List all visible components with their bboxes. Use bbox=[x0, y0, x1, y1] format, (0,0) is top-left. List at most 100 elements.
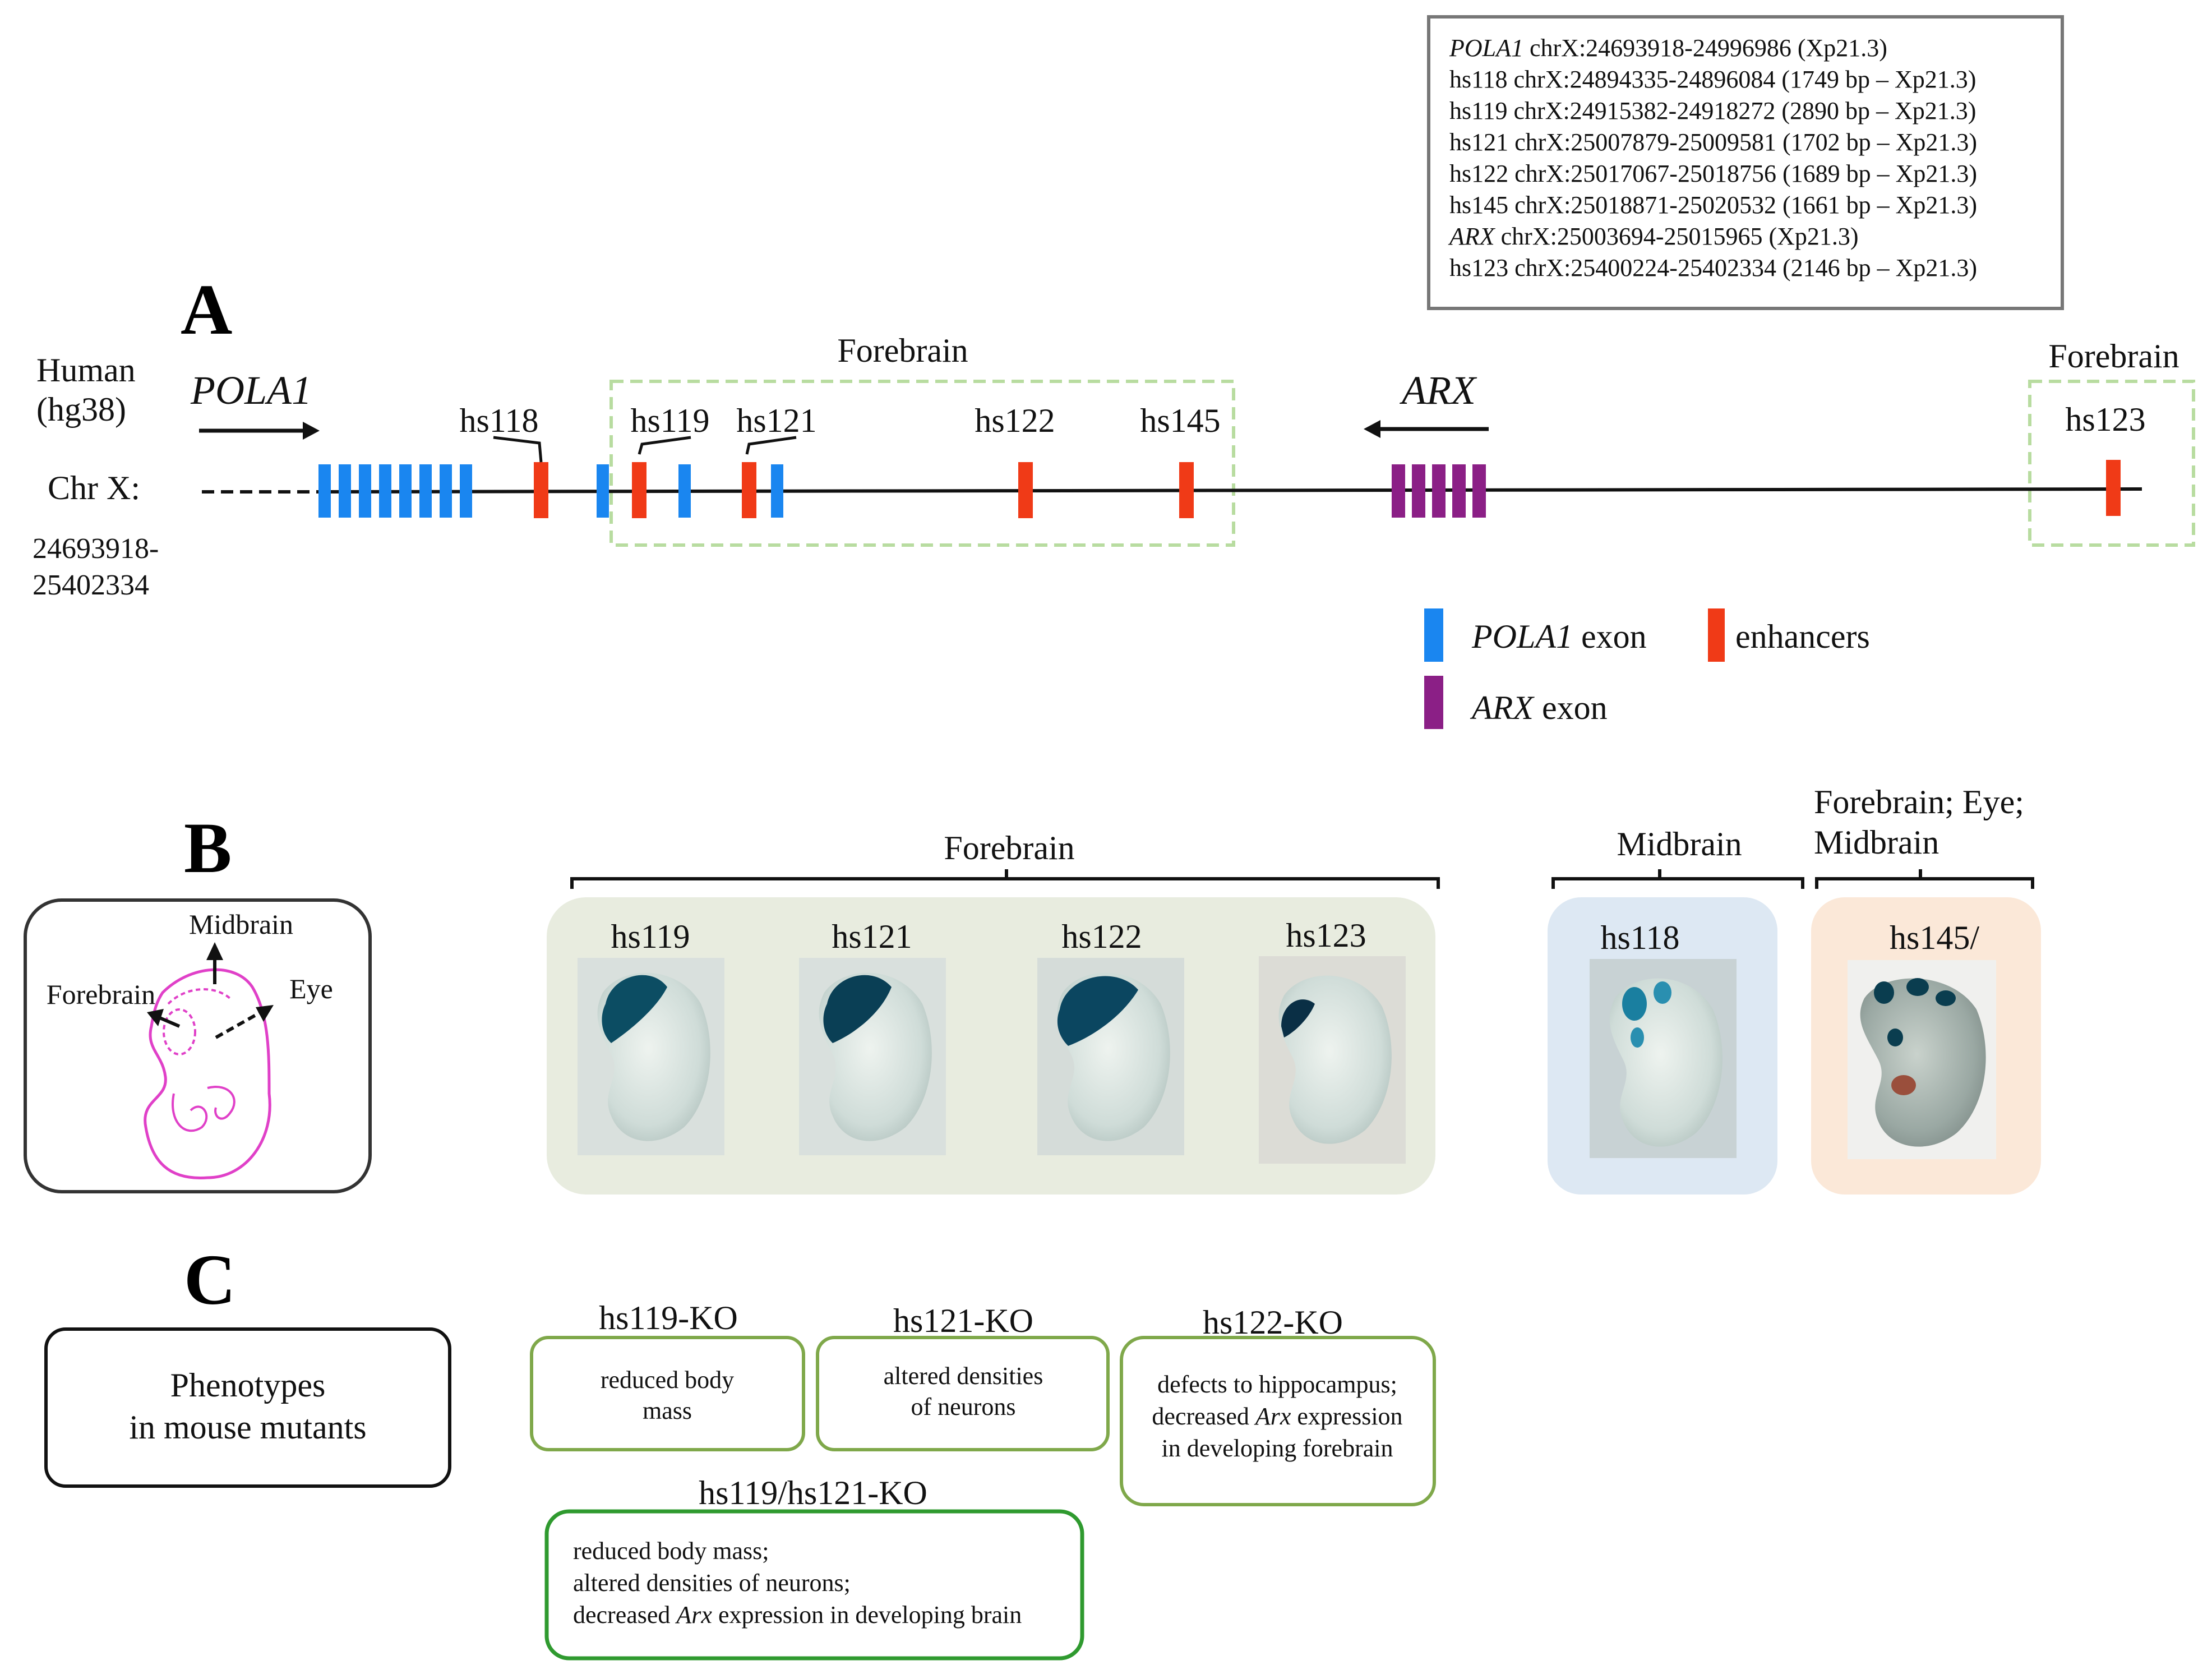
group-label-forebrain: Forebrain bbox=[944, 829, 1074, 866]
embryo-image-hs121 bbox=[799, 958, 946, 1155]
ko-hs122-line2-b: expression bbox=[1291, 1403, 1402, 1430]
info-line-name: hs123 bbox=[1449, 254, 1508, 282]
enhancer-hs121 bbox=[742, 462, 756, 518]
legend-arx-text: ARX exon bbox=[1470, 689, 1608, 726]
info-line-name: hs119 bbox=[1449, 97, 1508, 124]
arx-exon bbox=[1412, 464, 1425, 518]
pola1-exon bbox=[379, 464, 391, 518]
enhancer-label-hs121: hs121 bbox=[736, 402, 816, 439]
hs121-leader-line bbox=[745, 436, 797, 455]
info-line-name: hs122 bbox=[1449, 160, 1508, 187]
info-line-coords: chrX:25003694-25015965 (Xp21.3) bbox=[1495, 223, 1859, 250]
embryo-image-hs123 bbox=[1259, 956, 1406, 1164]
legend-pola1-suffix: exon bbox=[1573, 618, 1647, 655]
info-line-name: POLA1 bbox=[1449, 34, 1523, 62]
ko-combined-line3: decreased Arx expression in developing b… bbox=[573, 1601, 1022, 1629]
arx-exon bbox=[1472, 464, 1486, 518]
pola1-exons bbox=[318, 464, 783, 518]
ko-title-combined: hs119/hs121-KO bbox=[699, 1474, 927, 1511]
arx-gene-label: ARX bbox=[1400, 368, 1477, 413]
ko-hs119-line1: reduced body bbox=[601, 1366, 734, 1394]
enhancer-hs123 bbox=[2106, 460, 2121, 516]
ko-box-combined bbox=[544, 1509, 1084, 1661]
enhancers bbox=[534, 460, 2121, 518]
info-line-name: ARX bbox=[1448, 223, 1496, 250]
legend-pola1-text: POLA1 exon bbox=[1471, 618, 1647, 655]
embryo-label-hs118: hs118 bbox=[1600, 919, 1679, 956]
coordinate-start: 24693918- bbox=[33, 533, 159, 565]
cartoon-label-eye: Eye bbox=[289, 973, 333, 1004]
coordinate-end: 25402334 bbox=[33, 569, 149, 601]
info-line-name: hs121 bbox=[1449, 128, 1508, 156]
ko-hs121-line2: of neurons bbox=[911, 1393, 1016, 1421]
info-line: hs123 chrX:25400224-25402334 (2146 bp – … bbox=[1449, 254, 1977, 282]
panel-b-letter: B bbox=[184, 808, 232, 888]
legend-arx-suffix: exon bbox=[1534, 689, 1608, 726]
enhancer-hs145 bbox=[1179, 462, 1194, 518]
enhancer-label-hs119: hs119 bbox=[630, 402, 709, 439]
forebrain-region-box-1 bbox=[609, 380, 1235, 547]
legend-pola1-swatch bbox=[1424, 608, 1443, 662]
cartoon-label-midbrain: Midbrain bbox=[189, 909, 293, 940]
ko-combined-line2: altered densities of neurons; bbox=[573, 1569, 851, 1597]
group-bracket-midbrain bbox=[1551, 877, 1804, 889]
arx-exon bbox=[1452, 464, 1466, 518]
group-label-mixed-line2: Midbrain bbox=[1814, 824, 1939, 861]
enhancer-hs119 bbox=[632, 462, 646, 518]
info-line: hs145 chrX:25018871-25020532 (1661 bp – … bbox=[1449, 191, 1977, 219]
pola1-exon bbox=[419, 464, 432, 518]
ko-hs122-line1: defects to hippocampus; bbox=[1157, 1371, 1397, 1398]
ko-hs119-line2: mass bbox=[643, 1397, 692, 1424]
pola1-exon bbox=[359, 464, 371, 518]
chromosome-line bbox=[316, 487, 2142, 494]
ko-hs121-line1: altered densities bbox=[884, 1362, 1043, 1390]
enhancer-label-hs145: hs145 bbox=[1140, 402, 1220, 439]
embryo-label-hs145: hs145/ bbox=[1890, 919, 1979, 956]
info-line-coords: chrX:25400224-25402334 (2146 bp – Xp21.3… bbox=[1508, 254, 1977, 282]
arx-exon bbox=[1432, 464, 1446, 518]
pola1-arrowhead bbox=[303, 422, 320, 440]
info-box-lines: POLA1 chrX:24693918-24996986 (Xp21.3)hs1… bbox=[1448, 34, 1977, 282]
hs119-leader-line bbox=[638, 436, 691, 455]
legend-enhancer-swatch bbox=[1708, 608, 1725, 662]
embryo-label-hs123: hs123 bbox=[1286, 917, 1366, 954]
embryo-label-hs122: hs122 bbox=[1061, 918, 1142, 955]
arx-arrowhead bbox=[1364, 420, 1380, 438]
info-line: hs121 chrX:25007879-25009581 (1702 bp – … bbox=[1449, 128, 1977, 156]
embryo-label-hs121: hs121 bbox=[832, 918, 912, 955]
group-bracket-mixed bbox=[1815, 877, 2034, 889]
ko-hs122-line2: decreased Arx expression bbox=[1152, 1403, 1402, 1430]
forebrain-region-box-2 bbox=[2028, 380, 2195, 547]
pola1-exon bbox=[440, 464, 452, 518]
ko-combined-line3-a: decreased bbox=[573, 1601, 676, 1629]
enhancer-label-hs118: hs118 bbox=[459, 402, 538, 439]
pola1-exon bbox=[339, 464, 351, 518]
ko-box-hs121 bbox=[816, 1336, 1110, 1451]
info-line: hs118 chrX:24894335-24896084 (1749 bp – … bbox=[1449, 66, 1976, 93]
enhancer-label-hs122: hs122 bbox=[975, 402, 1055, 439]
legend-enhancer-text: enhancers bbox=[1735, 618, 1870, 655]
phenotypes-title-line2: in mouse mutants bbox=[129, 1409, 366, 1446]
info-line: ARX chrX:25003694-25015965 (Xp21.3) bbox=[1448, 223, 1859, 250]
ko-hs122-line2-a: decreased bbox=[1152, 1403, 1255, 1430]
assembly-label: (hg38) bbox=[36, 391, 126, 428]
ko-title-hs119: hs119-KO bbox=[599, 1299, 738, 1336]
pola1-exon bbox=[460, 464, 472, 518]
info-line-name: hs145 bbox=[1449, 191, 1508, 219]
embryo-image-hs122 bbox=[1037, 958, 1184, 1155]
info-line: hs122 chrX:25017067-25018756 (1689 bp – … bbox=[1449, 160, 1977, 187]
ko-title-hs122: hs122-KO bbox=[1203, 1304, 1343, 1341]
ko-combined-line3-b: expression in developing brain bbox=[712, 1601, 1022, 1629]
ko-box-hs119 bbox=[530, 1336, 805, 1451]
enhancer-hs122 bbox=[1018, 462, 1033, 518]
enhancer-label-hs123: hs123 bbox=[2065, 401, 2145, 438]
arx-exon bbox=[1392, 464, 1405, 518]
ko-box-hs122 bbox=[1120, 1336, 1436, 1506]
embryo-image-hs145 bbox=[1848, 960, 1996, 1159]
ko-combined-line3-gene: Arx bbox=[675, 1601, 712, 1629]
cartoon-label-forebrain: Forebrain bbox=[47, 979, 155, 1010]
info-line: hs119 chrX:24915382-24918272 (2890 bp – … bbox=[1449, 97, 1976, 124]
phenotypes-box bbox=[44, 1327, 451, 1488]
pola1-exon bbox=[597, 464, 609, 518]
